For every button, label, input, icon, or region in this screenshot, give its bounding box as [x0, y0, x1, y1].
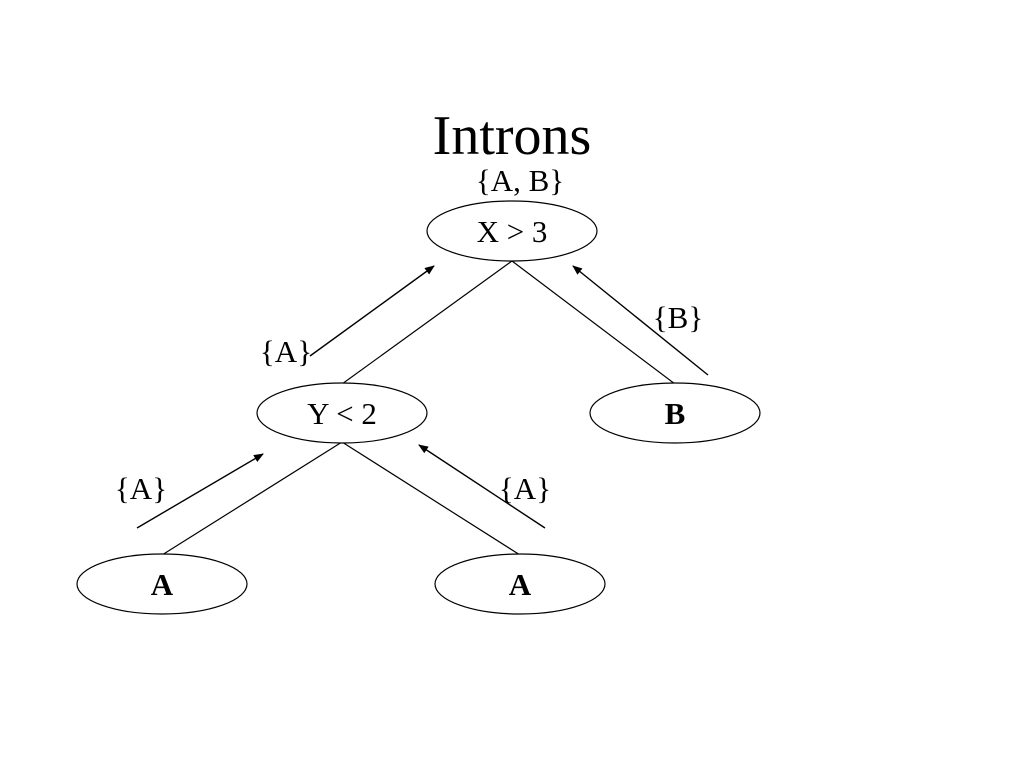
node-left-left-label: A [151, 567, 174, 602]
edge-left-rightleaf [341, 441, 521, 556]
root-set-label: {A, B} [476, 163, 564, 198]
slide-title: Introns [432, 105, 592, 167]
right-set-label: {B} [653, 300, 703, 335]
node-root-label: X > 3 [477, 214, 548, 249]
left-left-set-label: {A} [115, 471, 167, 506]
arrow-leftleaf-to-left [136, 453, 264, 529]
node-root: X > 3 [426, 200, 598, 262]
edge-left-leftleaf [161, 441, 343, 556]
node-left: Y < 2 [256, 382, 428, 444]
node-left-left: A [76, 553, 248, 615]
arrow-left-to-root [309, 265, 435, 357]
arrow-right-to-root [572, 265, 709, 376]
edge-root-right [511, 260, 676, 385]
node-right-label: B [665, 396, 686, 431]
node-left-right-label: A [509, 567, 532, 602]
node-right: B [589, 382, 761, 444]
node-left-right: A [434, 553, 606, 615]
edge-root-left [341, 260, 513, 385]
node-left-label: Y < 2 [307, 396, 377, 431]
left-right-set-label: {A} [499, 471, 551, 506]
arrow-rightleaf-to-left [418, 444, 546, 529]
left-set-label: {A} [260, 334, 312, 369]
